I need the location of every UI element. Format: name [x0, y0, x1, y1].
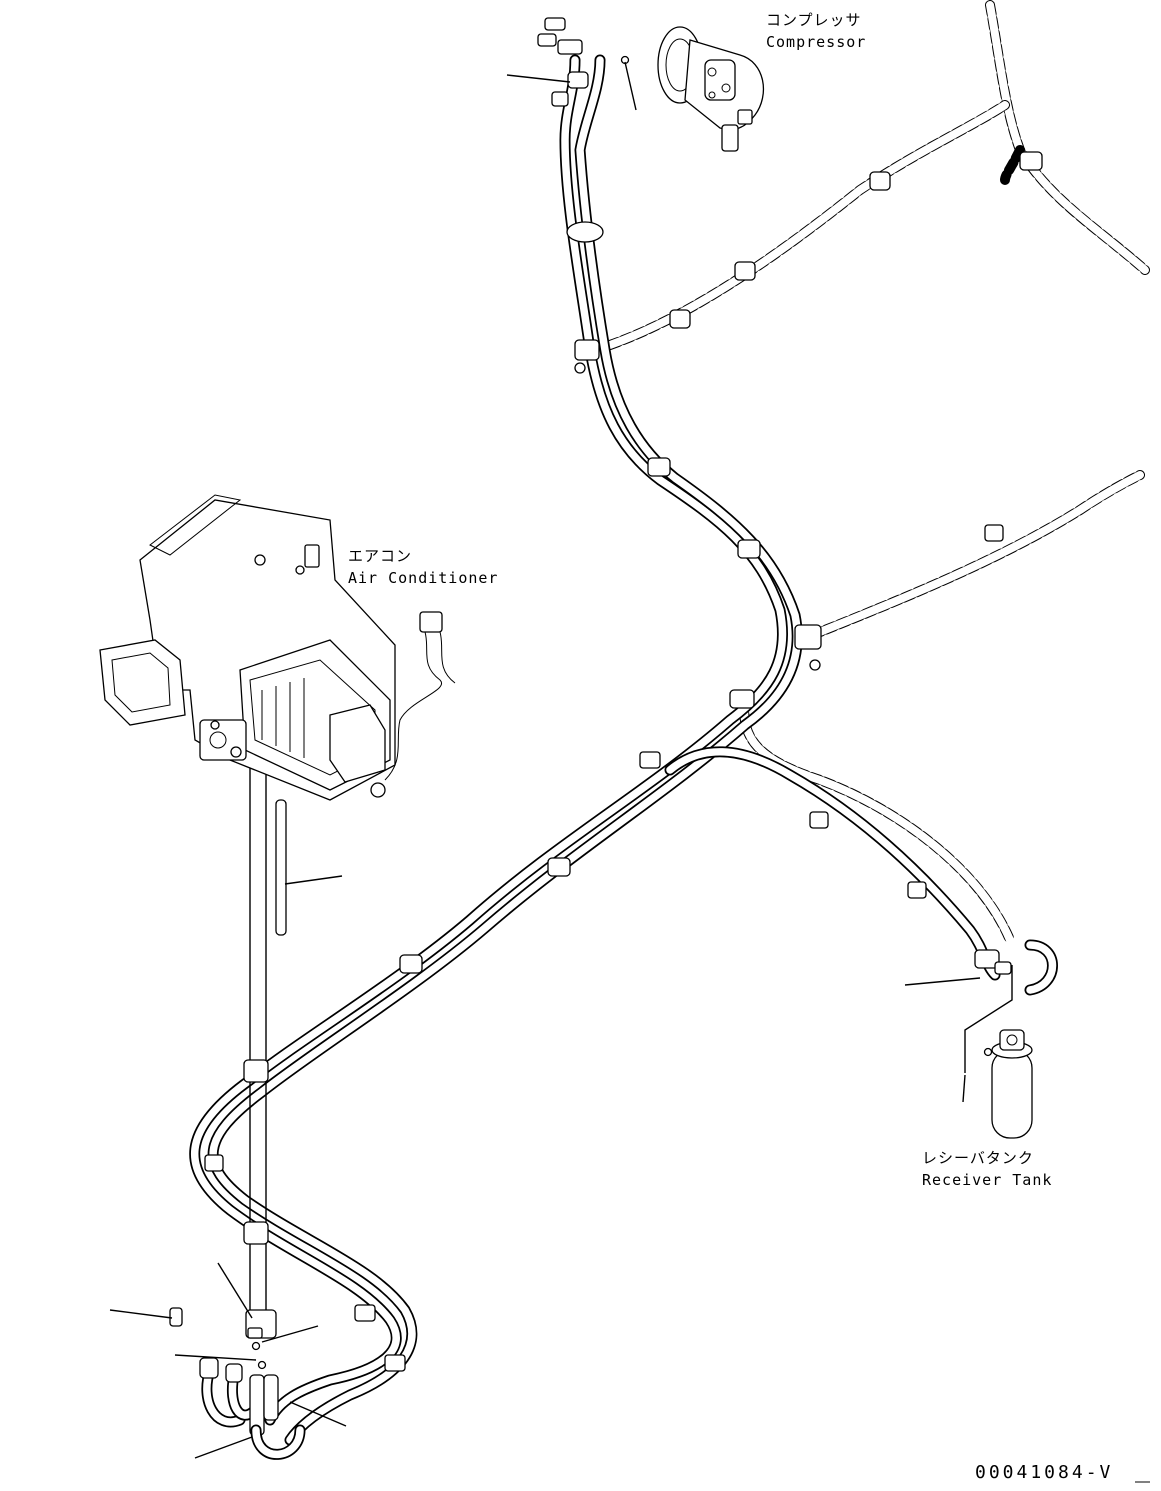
clamp	[647, 457, 671, 477]
clamp	[639, 751, 661, 769]
clamp	[729, 689, 755, 709]
reference-code: 00041084-V	[975, 1462, 1113, 1483]
clamp	[574, 339, 600, 374]
clamp	[1019, 151, 1043, 171]
hose-clamps	[204, 151, 1043, 1372]
clamp	[794, 624, 822, 671]
clamp	[204, 1154, 224, 1172]
upper-hose-branch	[605, 100, 1145, 645]
receiver-fittings	[974, 939, 1058, 996]
lower-fittings	[169, 1307, 306, 1460]
compressor-fittings	[537, 17, 630, 107]
receiver-label-en: Receiver Tank	[922, 1171, 1052, 1189]
text-labels: コンプレッサ Compressor エアコン Air Conditioner レ…	[348, 11, 1150, 1483]
aircon-label-jp: エアコン	[348, 547, 412, 565]
clamp	[737, 539, 761, 559]
clamp	[399, 954, 423, 974]
air-conditioner-unit	[99, 494, 456, 801]
chassis-outline	[739, 0, 1150, 945]
clamp	[566, 221, 604, 243]
receiver-label-jp: レシーバタンク	[922, 1149, 1034, 1167]
clamp	[354, 1304, 376, 1322]
compressor-label-en: Compressor	[766, 33, 866, 51]
compressor-label-jp: コンプレッサ	[766, 11, 862, 29]
clamp	[809, 811, 829, 829]
clamp	[669, 309, 691, 329]
clamp	[384, 1354, 406, 1372]
ac-grille	[261, 678, 305, 758]
compressor	[657, 26, 765, 152]
clamp	[734, 261, 756, 281]
clamp	[869, 171, 891, 191]
receiver-tank	[964, 965, 1033, 1139]
leader-lines	[109, 61, 981, 1459]
aircon-label-en: Air Conditioner	[348, 569, 498, 587]
clamp	[984, 524, 1004, 542]
clamp	[907, 881, 927, 899]
clamp	[243, 1059, 269, 1083]
clamp	[243, 1221, 269, 1245]
clamp	[547, 857, 571, 877]
